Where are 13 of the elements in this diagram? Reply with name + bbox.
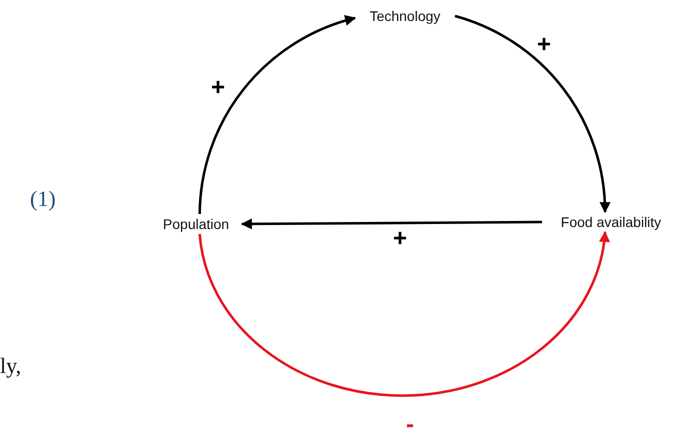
text-label: ly, [0, 355, 22, 377]
arrow [454, 14, 610, 214]
edge-label: + [393, 227, 408, 251]
node-label: Technology [355, 6, 455, 26]
edge-label: - [406, 413, 414, 436]
node-label: Food availability [542, 212, 680, 232]
text-label: (1) [30, 188, 56, 210]
edge-label: + [537, 33, 552, 57]
arrow [198, 230, 610, 397]
node-label: Population [150, 214, 242, 234]
edge-label: + [211, 76, 226, 100]
arrow [198, 16, 356, 214]
arrow [240, 218, 542, 230]
